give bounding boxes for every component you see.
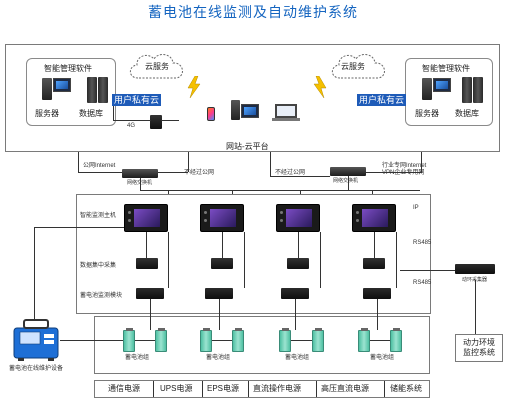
lightning-right-icon: [313, 76, 327, 98]
battery-5: [279, 328, 291, 352]
collector-unit-1: [136, 258, 158, 269]
private-cloud-left-tag: 用户私有云: [112, 94, 162, 106]
industry-internet-label: 行业专网Internet: [382, 163, 427, 169]
battery-1: [123, 328, 135, 352]
not-through-internet-label-2: 不经过公网: [275, 170, 306, 176]
right-software-label: 智能管理软件: [422, 64, 470, 73]
sampler-module-3: [281, 288, 309, 299]
network-4g-label: 4G: [127, 123, 136, 129]
platform-label: 网站-云平台: [226, 142, 269, 151]
cloud-left-icon: [129, 54, 183, 79]
collector-unit-2: [211, 258, 233, 269]
left-server-rack-icon-2: [98, 77, 108, 103]
bottom-label-5: 高压直流电源: [321, 384, 369, 393]
host-row-label: 智能监测主机: [80, 213, 117, 219]
dynamic-collector-label: 动环采集器: [462, 277, 487, 283]
left-software-label: 智能管理软件: [44, 64, 92, 73]
battery-3: [200, 328, 212, 352]
sampler-module-1: [136, 288, 164, 299]
left-server-rack-icon: [87, 77, 97, 103]
bottom-labels-box: [94, 380, 430, 398]
battery-7: [358, 328, 370, 352]
right-network-switch-icon: [330, 167, 366, 176]
left-pc-tower-icon: [42, 78, 52, 100]
right-database-label: 数据库: [455, 109, 479, 118]
center-pc-tower-icon: [231, 100, 240, 120]
collector-unit-4: [363, 258, 385, 269]
right-switch-label: 网络交换机: [333, 178, 359, 184]
battery-box: [94, 316, 430, 374]
vpn-label: VPN企业专用网: [382, 170, 425, 176]
bottom-label-6: 储能系统: [390, 384, 422, 393]
right-server-rack-icon: [462, 77, 472, 103]
bottom-label-2: UPS电源: [160, 384, 193, 393]
monitoring-host-2: [200, 204, 244, 232]
battery-2: [155, 328, 167, 352]
battery-group-1-label: 蓄电池组: [125, 355, 150, 361]
monitoring-host-4: [352, 204, 396, 232]
rs485-label-2: RS485: [413, 280, 432, 286]
sampler-module-2: [205, 288, 233, 299]
monitoring-host-3: [276, 204, 320, 232]
left-server-label: 服务器: [35, 109, 59, 118]
ip-label: IP: [413, 205, 419, 211]
battery-8: [390, 328, 402, 352]
battery-group-2-label: 蓄电池组: [206, 355, 231, 361]
rs485-label-1: RS485: [413, 240, 432, 246]
left-database-label: 数据库: [79, 109, 103, 118]
dynamic-system-box: 动力环境 监控系统: [455, 334, 503, 362]
dynamic-collector-icon: [455, 264, 495, 274]
bottom-label-3: EPS电源: [207, 384, 240, 393]
center-monitor-icon: [241, 104, 259, 118]
left-monitor-icon: [53, 78, 71, 92]
laptop-base: [272, 118, 300, 121]
bottom-label-1: 通信电源: [108, 384, 140, 393]
cloud-right-label: 云服务: [341, 62, 365, 71]
maintenance-device-icon: [13, 319, 59, 361]
left-network-switch-icon: [122, 169, 158, 178]
page-title: 蓄电池在线监测及自动维护系统: [148, 4, 358, 20]
cloud-left-label: 云服务: [145, 62, 169, 71]
battery-group-3-label: 蓄电池组: [285, 355, 310, 361]
right-pc-tower-icon: [422, 78, 432, 100]
battery-4: [232, 328, 244, 352]
monitoring-host-1: [124, 204, 168, 232]
private-cloud-right-tag: 用户私有云: [357, 94, 407, 106]
not-through-internet-label: 不经过公网: [184, 170, 215, 176]
right-server-rack-icon-2: [473, 77, 483, 103]
sampler-module-4: [363, 288, 391, 299]
left-switch-label: 网络交换机: [127, 180, 152, 186]
sampler-row-label: 蓄电池监测模块: [80, 293, 123, 299]
battery-group-4-label: 蓄电池组: [370, 355, 395, 361]
battery-6: [312, 328, 324, 352]
cloud-right-icon: [331, 54, 385, 79]
4g-gateway-icon: [150, 115, 162, 129]
collector-unit-3: [287, 258, 309, 269]
lightning-left-icon: [187, 76, 201, 98]
collector-row-label: 数据集中采集: [80, 263, 117, 269]
right-monitor-icon: [433, 78, 451, 92]
smartphone-icon: [207, 107, 215, 121]
bottom-label-4: 直流操作电源: [253, 384, 301, 393]
maintenance-device-label: 蓄电池在线维护设备: [9, 366, 64, 372]
public-internet-label: 公网Internet: [83, 163, 116, 169]
laptop-icon: [275, 104, 297, 118]
right-server-label: 服务器: [415, 109, 439, 118]
